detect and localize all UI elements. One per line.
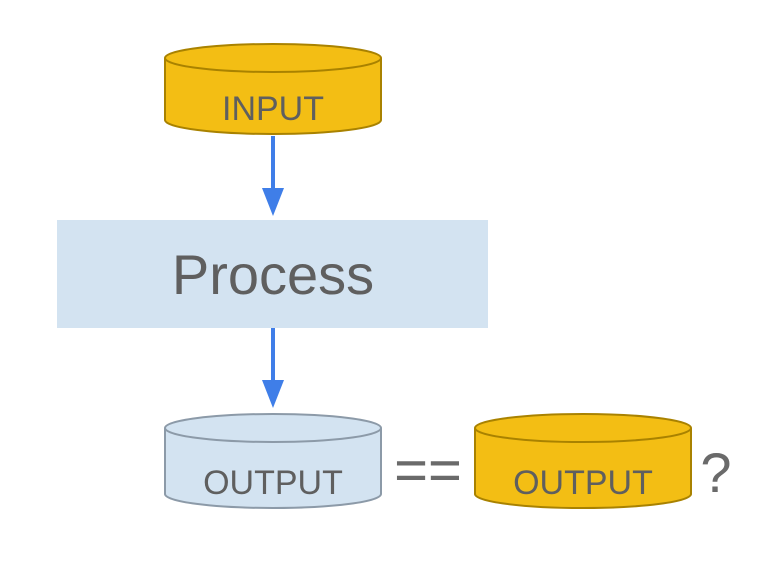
arrow-down-icon: [262, 136, 284, 216]
equality-operator: ==: [394, 438, 462, 503]
process-label: Process: [172, 243, 374, 306]
process-step: Process: [57, 220, 488, 328]
input-database-icon: [164, 43, 382, 135]
input-label: INPUT: [222, 90, 324, 128]
arrow-down-icon: [262, 328, 284, 408]
expected-output-cylinder: OUTPUT: [474, 413, 692, 509]
output-cylinder: OUTPUT: [164, 413, 382, 509]
output-database-icon: [164, 413, 382, 509]
question-mark: ?: [700, 441, 731, 504]
input-cylinder: INPUT: [164, 43, 382, 135]
output-label: OUTPUT: [203, 464, 343, 502]
expected-database-icon: [474, 413, 692, 509]
expected-output-label: OUTPUT: [513, 464, 653, 502]
process-box: [57, 220, 488, 328]
